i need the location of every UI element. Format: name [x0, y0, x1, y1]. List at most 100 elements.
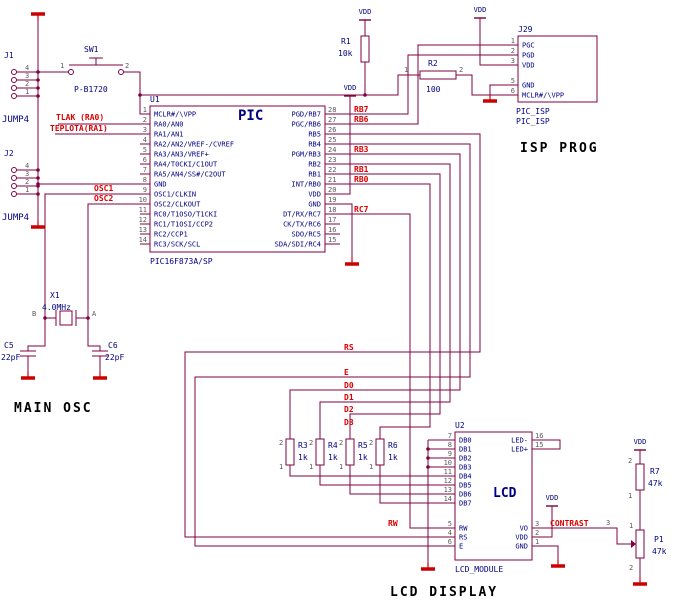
- wire-net-d2-upper: [340, 173, 441, 439]
- u2-pin12-name: DB5: [459, 482, 472, 490]
- u1-pin4-name: RA2/AN2/VREF-/CVREF: [154, 141, 234, 149]
- j1-pin3-num: 3: [25, 72, 29, 80]
- wire-net-d0-lower: [289, 465, 440, 477]
- netlabel-rc7: RC7: [354, 205, 369, 214]
- j1-ref: J1: [4, 51, 14, 60]
- r3-pin2-num: 2: [279, 439, 283, 447]
- r7-ref: R7: [650, 467, 660, 476]
- r1-ref: R1: [341, 37, 351, 46]
- r7-pin2-num: 2: [628, 457, 632, 465]
- u1-pin22-name: RB1: [308, 171, 321, 179]
- u1-pin26-number: 26: [328, 126, 336, 134]
- u2-pin2-name: VDD: [515, 534, 528, 542]
- j29-pin6-name: MCLR#/\VPP: [522, 92, 564, 100]
- j2-pin1-num: 1: [25, 186, 29, 194]
- j29-value-2: PIC_ISP: [516, 117, 550, 126]
- r2-pin1-num: 1: [404, 66, 408, 74]
- r2-value: 100: [426, 85, 441, 94]
- sw1-contact-left: [68, 69, 74, 75]
- r5-body: [345, 438, 355, 466]
- u1-pin15-number: 15: [328, 236, 336, 244]
- u1-pin20-name: VDD: [308, 191, 321, 199]
- r7-body: [635, 463, 645, 491]
- u1-pin5-number: 5: [143, 146, 147, 154]
- u1-pin28-name: PGD/RB7: [291, 111, 321, 119]
- vdd-label-r7: VDD: [634, 438, 647, 446]
- junction-dot: [138, 93, 142, 97]
- netlabel-d3: D3: [344, 418, 354, 427]
- u2-pin16-name: LED-: [511, 437, 528, 445]
- u1-pin18-name: DT/RX/RC7: [283, 211, 321, 219]
- wire-vdd-j29: [479, 24, 503, 66]
- wire-net-pgc-rb6: [340, 44, 503, 125]
- j29-pin2-number: 2: [511, 47, 515, 55]
- u2-pin10-number: 10: [444, 459, 452, 467]
- u1-pin22-number: 22: [328, 166, 336, 174]
- netlabel-rb0: RB0: [354, 175, 369, 184]
- r7-pin1-num: 1: [628, 492, 632, 500]
- j2-value: JUMP4: [2, 213, 29, 223]
- j1-pin3-pad: [11, 77, 17, 83]
- j29-pin5-name: GND: [522, 82, 535, 90]
- u1-pin19-name: GND: [308, 201, 321, 209]
- junction-dot: [86, 316, 90, 320]
- wire-net-d1-lower: [319, 465, 440, 486]
- wire-u1-vdd: [340, 102, 351, 195]
- u2-pin7-name: DB0: [459, 437, 472, 445]
- u1-pin5-name: RA3/AN3/VREF+: [154, 151, 209, 159]
- u2-pin15-name: LED+: [511, 446, 528, 454]
- j29-pin3-number: 3: [511, 57, 515, 65]
- sw1-contact-right: [118, 69, 124, 75]
- j2-pin1-pad: [11, 191, 17, 197]
- j29-pin5-number: 5: [511, 77, 515, 85]
- r4-body: [315, 438, 325, 466]
- j1-pin4-pad: [11, 69, 17, 75]
- u1-pin12-number: 12: [139, 216, 147, 224]
- wire-net-rs: [184, 133, 481, 538]
- r3-ref: R3: [298, 441, 308, 450]
- u1-pin6-number: 6: [143, 156, 147, 164]
- netlabel-rs: RS: [344, 343, 354, 352]
- c5-value: 22pF: [1, 353, 20, 362]
- junction-dot: [36, 192, 40, 196]
- netlabel-d0: D0: [344, 381, 354, 390]
- u1-pin6-name: RA4/T0CKI/C1OUT: [154, 161, 218, 169]
- r5-pin1-num: 1: [339, 463, 343, 471]
- j1-pin4-num: 4: [25, 64, 29, 72]
- u1-pin17-name: CK/TX/RC6: [283, 221, 321, 229]
- u1-pin15-name: SDA/SDI/RC4: [275, 241, 321, 249]
- vdd-label-r1: VDD: [359, 8, 372, 16]
- j29-pin6-number: 6: [511, 87, 515, 95]
- u1-pin14-name: RC3/SCK/SCL: [154, 241, 200, 249]
- j29-ref: J29: [518, 25, 533, 34]
- u2-pin3-name: VO: [520, 525, 528, 533]
- u2-pin3-number: 3: [535, 520, 539, 528]
- mainosc-title: MAIN OSC: [14, 401, 93, 416]
- sw1-value: P-B1720: [74, 85, 108, 94]
- junction-dot: [36, 70, 40, 74]
- wire-lcd-vdd: [547, 512, 553, 538]
- junction-dot: [36, 184, 40, 188]
- u1-pin25-name: RB4: [308, 141, 321, 149]
- u1-pin3-name: RA1/AN1: [154, 131, 184, 139]
- r6-pin1-num: 1: [369, 463, 373, 471]
- u1-pin4-number: 4: [143, 136, 147, 144]
- wire-net-d1-upper: [319, 163, 451, 439]
- u2-pin11-name: DB4: [459, 473, 472, 481]
- u1-pin26-name: RB5: [308, 131, 321, 139]
- u1-pin28-number: 28: [328, 106, 336, 114]
- j1-pin1-pad: [11, 93, 17, 99]
- u1-pin1-number: 1: [143, 106, 147, 114]
- u2-pin6-name: E: [459, 543, 463, 551]
- r4-pin2-num: 2: [309, 439, 313, 447]
- wire-net-d3-lower: [379, 465, 440, 504]
- sw1-pin1-num: 1: [60, 62, 64, 70]
- junction-dot: [36, 168, 40, 172]
- lcd-title: LCD DISPLAY: [390, 585, 498, 600]
- u1-pin23-name: RB2: [308, 161, 321, 169]
- wire-u1-gnd19: [340, 203, 353, 258]
- u2-pin5-name: RW: [459, 525, 468, 533]
- u1-ref: U1: [150, 95, 160, 104]
- j2-pin4-pad: [11, 167, 17, 173]
